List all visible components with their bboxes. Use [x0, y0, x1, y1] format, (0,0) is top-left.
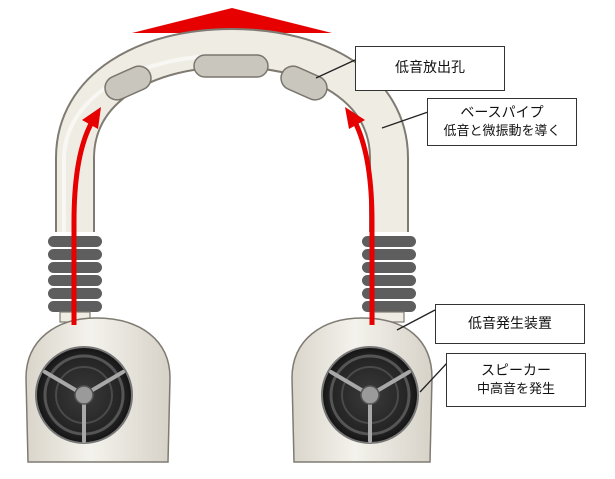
leader-speaker: [419, 361, 449, 393]
bass-ports: [104, 54, 328, 101]
bass-pipe-desc: 低音と微振動を導く: [443, 123, 561, 139]
speaker-housing-right: [291, 317, 433, 463]
bass-port-left: [104, 65, 152, 101]
leader-bass-pipe: [381, 111, 429, 129]
callout-bass-pipe: ベースパイプ 低音と微振動を導く: [427, 98, 577, 146]
bass-pipe-title: ベースパイプ: [460, 104, 544, 121]
flow-arrow-right: [345, 107, 375, 325]
callout-bass-port: 低音放出孔: [355, 46, 505, 91]
callout-bass-driver: 低音発生装置: [435, 304, 585, 344]
leader-bass-driver: [396, 309, 436, 331]
speaker-title: スピーカー: [481, 362, 551, 379]
bass-port-right: [280, 65, 328, 101]
leader-bass-port: [315, 59, 356, 79]
speaker-desc: 中高音を発生: [476, 381, 555, 397]
arch-band: [55, 27, 409, 232]
flow-arrow-left: [71, 107, 101, 325]
bass-driver-label: 低音発生装置: [468, 315, 552, 332]
bass-port-label: 低音放出孔: [395, 60, 465, 77]
speaker-housing-left: [25, 317, 171, 463]
bellows-right: [362, 236, 416, 323]
bass-port-center: [193, 54, 269, 78]
callout-speaker: スピーカー 中高音を発生: [446, 353, 586, 407]
